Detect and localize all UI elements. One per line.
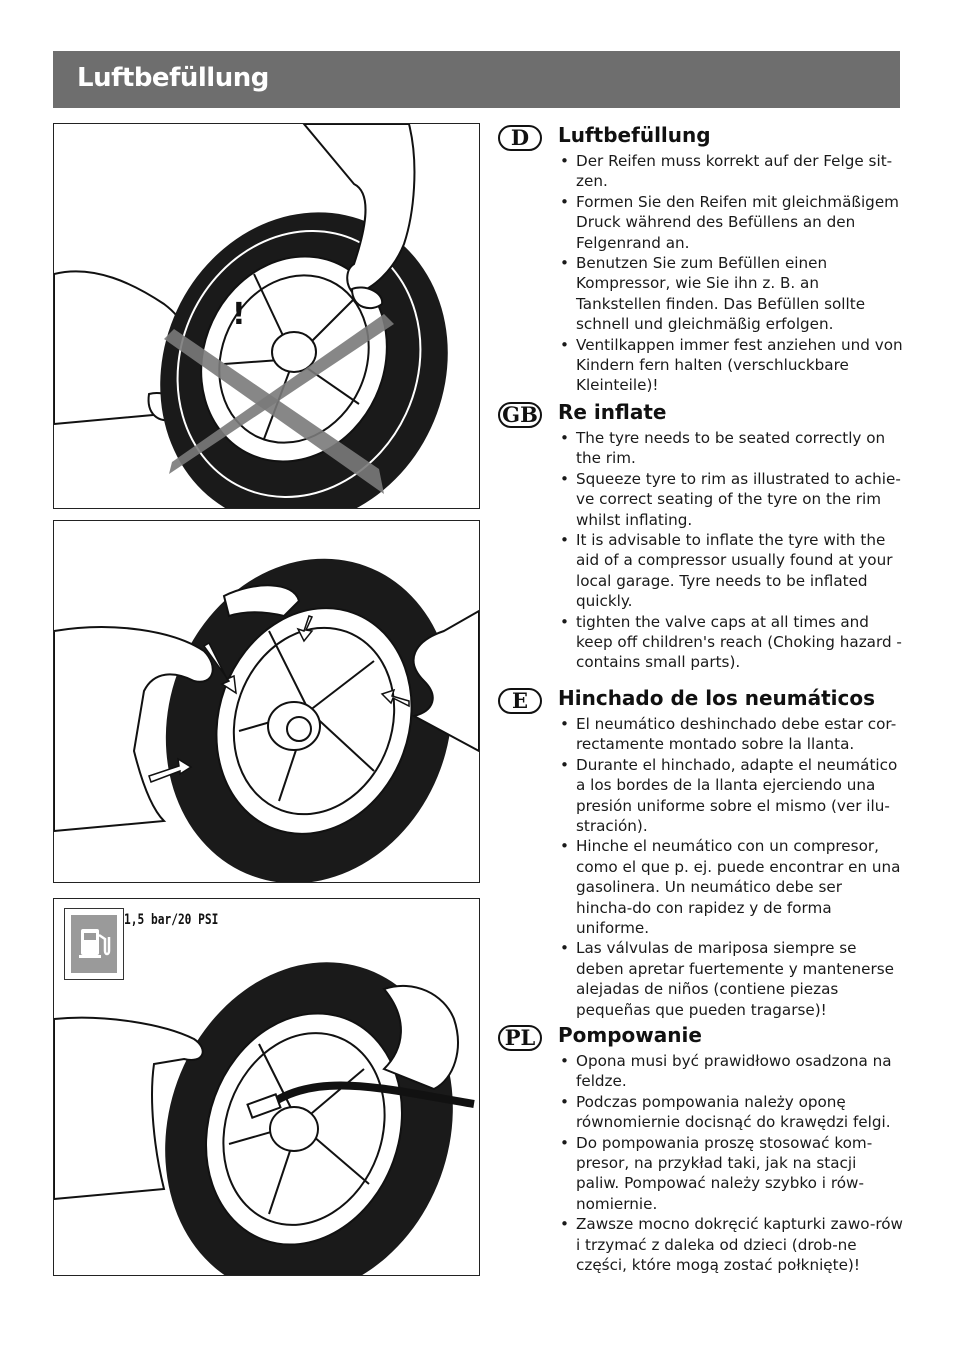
section-title: Luftbefüllung bbox=[558, 123, 711, 147]
section-title: Pompowanie bbox=[558, 1023, 702, 1047]
section-title: Hinchado de los neumáticos bbox=[558, 686, 876, 710]
list-item: •Las válvulas de mariposa siempre se deb… bbox=[560, 939, 895, 1019]
bullet-list: •Der Reifen muss korrekt auf der Felge s… bbox=[558, 151, 903, 396]
language-badge: GB bbox=[498, 402, 542, 428]
bullet-list: •Opona musi być prawidłowo osadzona na f… bbox=[558, 1051, 903, 1275]
list-item: •Durante el hinchado, adapte el neumátic… bbox=[560, 755, 898, 836]
warning-mark: ! bbox=[232, 297, 246, 332]
list-item: •Squeeze tyre to rim as illustrated to a… bbox=[560, 469, 901, 529]
bullet-list: •The tyre needs to be seated correctly o… bbox=[558, 428, 903, 673]
list-item: •It is advisable to inflate the tyre wit… bbox=[560, 531, 893, 611]
figure-correct-method bbox=[53, 520, 480, 883]
language-badge: D bbox=[498, 125, 542, 151]
fuel-pump-icon bbox=[79, 929, 111, 958]
list-item: •Ventilkappen immer fest anziehen und vo… bbox=[560, 335, 903, 395]
section-title: Re inflate bbox=[558, 400, 667, 424]
list-item: •The tyre needs to be seated correctly o… bbox=[560, 429, 886, 468]
bullet-list: •El neumático deshinchado debe estar cor… bbox=[558, 714, 903, 1020]
list-item: •Der Reifen muss korrekt auf der Felge s… bbox=[560, 152, 893, 191]
wheel-illustration-pump bbox=[54, 962, 475, 1275]
list-item: •Do pompowania proszę stosować kom-preso… bbox=[560, 1133, 873, 1213]
header-bar: Luftbefüllung bbox=[53, 51, 900, 108]
fuel-station-badge bbox=[64, 908, 124, 980]
page-title: Luftbefüllung bbox=[77, 63, 269, 93]
list-item: •Zawsze mocno dokręcić kapturki zawo-rów… bbox=[560, 1215, 903, 1275]
figure-wrong-method: ! bbox=[53, 123, 480, 509]
list-item: •Opona musi być prawidłowo osadzona na f… bbox=[560, 1052, 892, 1091]
list-item: •Benutzen Sie zum Befüllen einen Kompres… bbox=[560, 254, 866, 334]
figure-inflation-pressure: 1,5 bar/20 PSI bbox=[53, 898, 480, 1276]
wheel-illustration-arrows bbox=[54, 558, 479, 882]
pressure-label: 1,5 bar/20 PSI bbox=[124, 912, 219, 928]
language-badge: PL bbox=[498, 1025, 542, 1051]
wheel-illustration-crossed: ! bbox=[54, 124, 448, 508]
list-item: •tighten the valve caps at all times and… bbox=[560, 612, 902, 672]
language-badge: E bbox=[498, 688, 542, 714]
list-item: •Hinche el neumático con un compresor, c… bbox=[560, 837, 901, 938]
list-item: •Podczas pompowania należy oponę równomi… bbox=[560, 1092, 891, 1132]
list-item: •Formen Sie den Reifen mit gleichmäßigem… bbox=[560, 192, 899, 252]
list-item: •El neumático deshinchado debe estar cor… bbox=[560, 715, 897, 754]
